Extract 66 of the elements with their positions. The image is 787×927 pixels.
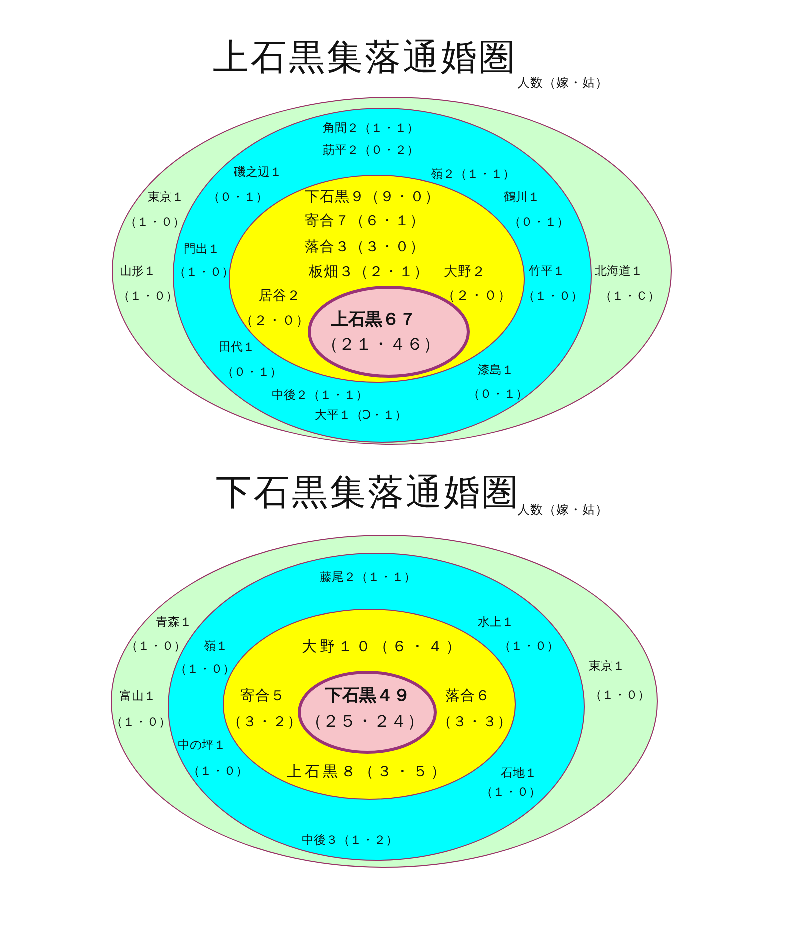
place-label: 落合３（３・０）: [305, 240, 425, 256]
place-label: 門出１: [184, 243, 220, 257]
place-label: 大野２: [444, 265, 486, 281]
marriage-count: （２５・２４）: [306, 713, 424, 733]
place-label: 青森１: [156, 616, 192, 630]
place-label: 大野１０（６・４）: [302, 638, 464, 656]
unit-note: 人数（嫁・姑）: [518, 76, 608, 90]
place-label: 漆島１: [478, 364, 514, 378]
place-label: 中後２（１・１）: [272, 389, 368, 403]
place-label: 富山１: [120, 690, 156, 704]
village-total: 下石黒４９: [326, 687, 410, 707]
place-label: 鶴川１: [504, 191, 540, 205]
place-label: （０・１）: [468, 388, 528, 402]
heading: 上石黒集落通婚圏: [213, 37, 517, 79]
place-label: （２・０）: [240, 314, 310, 330]
place-label: 水上１: [478, 616, 514, 630]
place-label: （１・０）: [118, 290, 178, 304]
place-label: 藤尾２（１・１）: [320, 571, 416, 585]
place-label: 竹平１: [529, 265, 565, 279]
place-label: 石地１: [501, 767, 537, 781]
middle-ellipse: [173, 108, 592, 443]
place-label: （１・０）: [590, 689, 650, 703]
village-total: 上石黒６７: [332, 311, 416, 331]
place-label: （１・０）: [111, 716, 171, 730]
place-label: 上石黒８（３・５）: [287, 763, 449, 781]
place-label: 居谷２: [259, 289, 301, 305]
place-label: （０・１）: [208, 191, 268, 205]
place-label: 大平１（Ↄ・１）: [314, 409, 408, 423]
place-label: 磯之辺１: [234, 166, 282, 180]
place-label: （１・０）: [174, 266, 234, 280]
center-ellipse: [298, 671, 437, 754]
place-label: 嶺１: [204, 640, 228, 654]
place-label: 東京１: [589, 660, 625, 674]
place-label: 角間２（１・１）: [323, 122, 419, 136]
place-label: （１・０）: [126, 640, 186, 654]
place-label: （１・０）: [175, 663, 235, 677]
place-label: 寄合５: [240, 688, 286, 706]
place-label: 中の坪１: [178, 739, 226, 753]
place-label: 中後３（１・２）: [302, 834, 398, 848]
place-label: （１・０）: [481, 786, 541, 800]
place-label: 山形１: [120, 265, 156, 279]
place-label: 下石黒９（９・０）: [305, 190, 440, 206]
center-ellipse: [308, 286, 470, 378]
place-label: 板畑３（２・１）: [309, 264, 429, 282]
outer-ellipse: [111, 535, 658, 868]
place-label: 北海道１: [595, 265, 643, 279]
marriage-count: （２１・４６）: [322, 336, 440, 356]
place-label: 寄合７（６・１）: [305, 214, 425, 230]
place-label: 田代１: [219, 341, 255, 355]
place-label: 落合６: [446, 688, 490, 706]
place-label: 莇平２（０・２）: [323, 144, 419, 158]
heading: 下石黒集落通婚圏: [216, 472, 520, 514]
place-label: 嶺２（１・１）: [431, 168, 515, 182]
place-label: （１・０）: [125, 216, 185, 230]
place-label: （３・２）: [228, 714, 302, 732]
place-label: （１・０）: [188, 765, 248, 779]
place-label: （０・１）: [509, 216, 569, 230]
outer-ellipse: [112, 97, 672, 445]
place-label: （２・０）: [442, 289, 512, 305]
place-label: （１・０）: [523, 290, 583, 304]
place-label: （３・３）: [438, 714, 512, 732]
unit-note: 人数（嫁・姑）: [518, 502, 608, 518]
place-label: （０・１）: [222, 366, 282, 380]
place-label: （１・０）: [499, 640, 559, 654]
place-label: 東京１: [148, 191, 184, 205]
place-label: （１・Ｃ）: [600, 290, 660, 304]
